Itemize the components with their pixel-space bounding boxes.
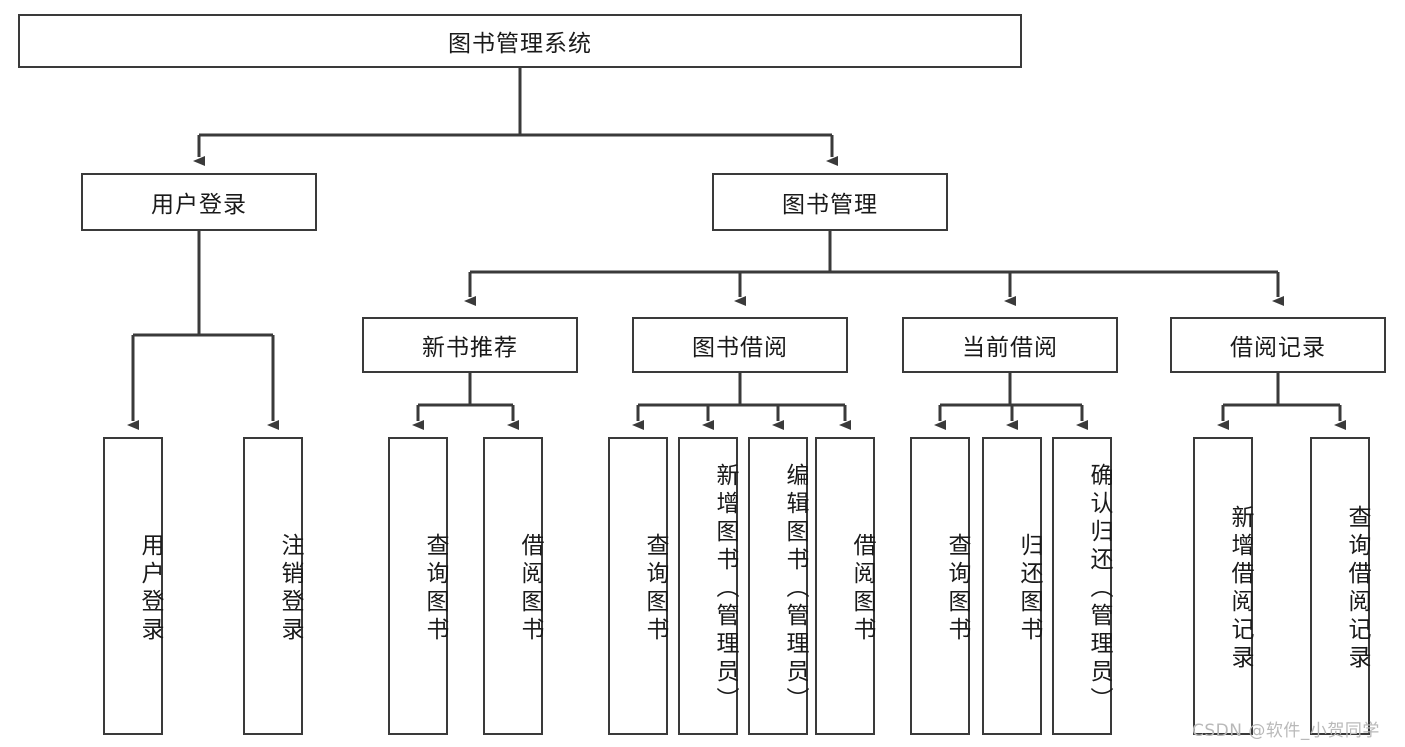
node-leaf-add-book-admin[interactable]: 新增图书（管理员）: [678, 437, 738, 735]
node-label: 编辑图书（管理员）: [782, 463, 808, 715]
node-root-book-management-system[interactable]: 图书管理系统: [18, 14, 1022, 68]
node-label: 当前借阅: [962, 335, 1058, 361]
node-current-borrow[interactable]: 当前借阅: [902, 317, 1118, 373]
node-leaf-query-borrow-record[interactable]: 查询借阅记录: [1310, 437, 1370, 735]
node-leaf-return-book[interactable]: 归还图书: [982, 437, 1042, 735]
node-label: 查询借阅记录: [1344, 505, 1370, 673]
node-new-book-recommend[interactable]: 新书推荐: [362, 317, 578, 373]
node-leaf-query-book-current[interactable]: 查询图书: [910, 437, 970, 735]
node-label: 用户登录: [137, 533, 163, 645]
node-leaf-confirm-return-admin[interactable]: 确认归还（管理员）: [1052, 437, 1112, 735]
node-label: 归还图书: [1016, 533, 1042, 645]
node-borrow-record[interactable]: 借阅记录: [1170, 317, 1386, 373]
node-leaf-user-login[interactable]: 用户登录: [103, 437, 163, 735]
node-label: 图书借阅: [692, 335, 788, 361]
node-book-borrow[interactable]: 图书借阅: [632, 317, 848, 373]
node-leaf-edit-book-admin[interactable]: 编辑图书（管理员）: [748, 437, 808, 735]
node-leaf-borrow-book[interactable]: 借阅图书: [815, 437, 875, 735]
node-label: 图书管理系统: [448, 31, 592, 57]
node-leaf-logout[interactable]: 注销登录: [243, 437, 303, 735]
node-label: 确认归还（管理员）: [1086, 463, 1112, 715]
watermark: CSDN @软件_小贺同学: [1192, 721, 1380, 741]
node-label: 借阅图书: [517, 533, 543, 645]
node-leaf-borrow-book-recommend[interactable]: 借阅图书: [483, 437, 543, 735]
node-leaf-add-borrow-record[interactable]: 新增借阅记录: [1193, 437, 1253, 735]
node-label: 注销登录: [277, 533, 303, 645]
node-label: 借阅图书: [849, 533, 875, 645]
node-label: 查询图书: [422, 533, 448, 645]
node-leaf-query-book-borrow[interactable]: 查询图书: [608, 437, 668, 735]
node-user-login[interactable]: 用户登录: [81, 173, 317, 231]
node-label: 查询图书: [944, 533, 970, 645]
node-label: 用户登录: [151, 192, 247, 218]
node-label: 新增借阅记录: [1227, 505, 1253, 673]
node-label: 新书推荐: [422, 335, 518, 361]
node-label: 新增图书（管理员）: [712, 463, 738, 715]
node-label: 借阅记录: [1230, 335, 1326, 361]
node-leaf-query-book-recommend[interactable]: 查询图书: [388, 437, 448, 735]
node-book-management[interactable]: 图书管理: [712, 173, 948, 231]
node-label: 查询图书: [642, 533, 668, 645]
node-label: 图书管理: [782, 192, 878, 218]
